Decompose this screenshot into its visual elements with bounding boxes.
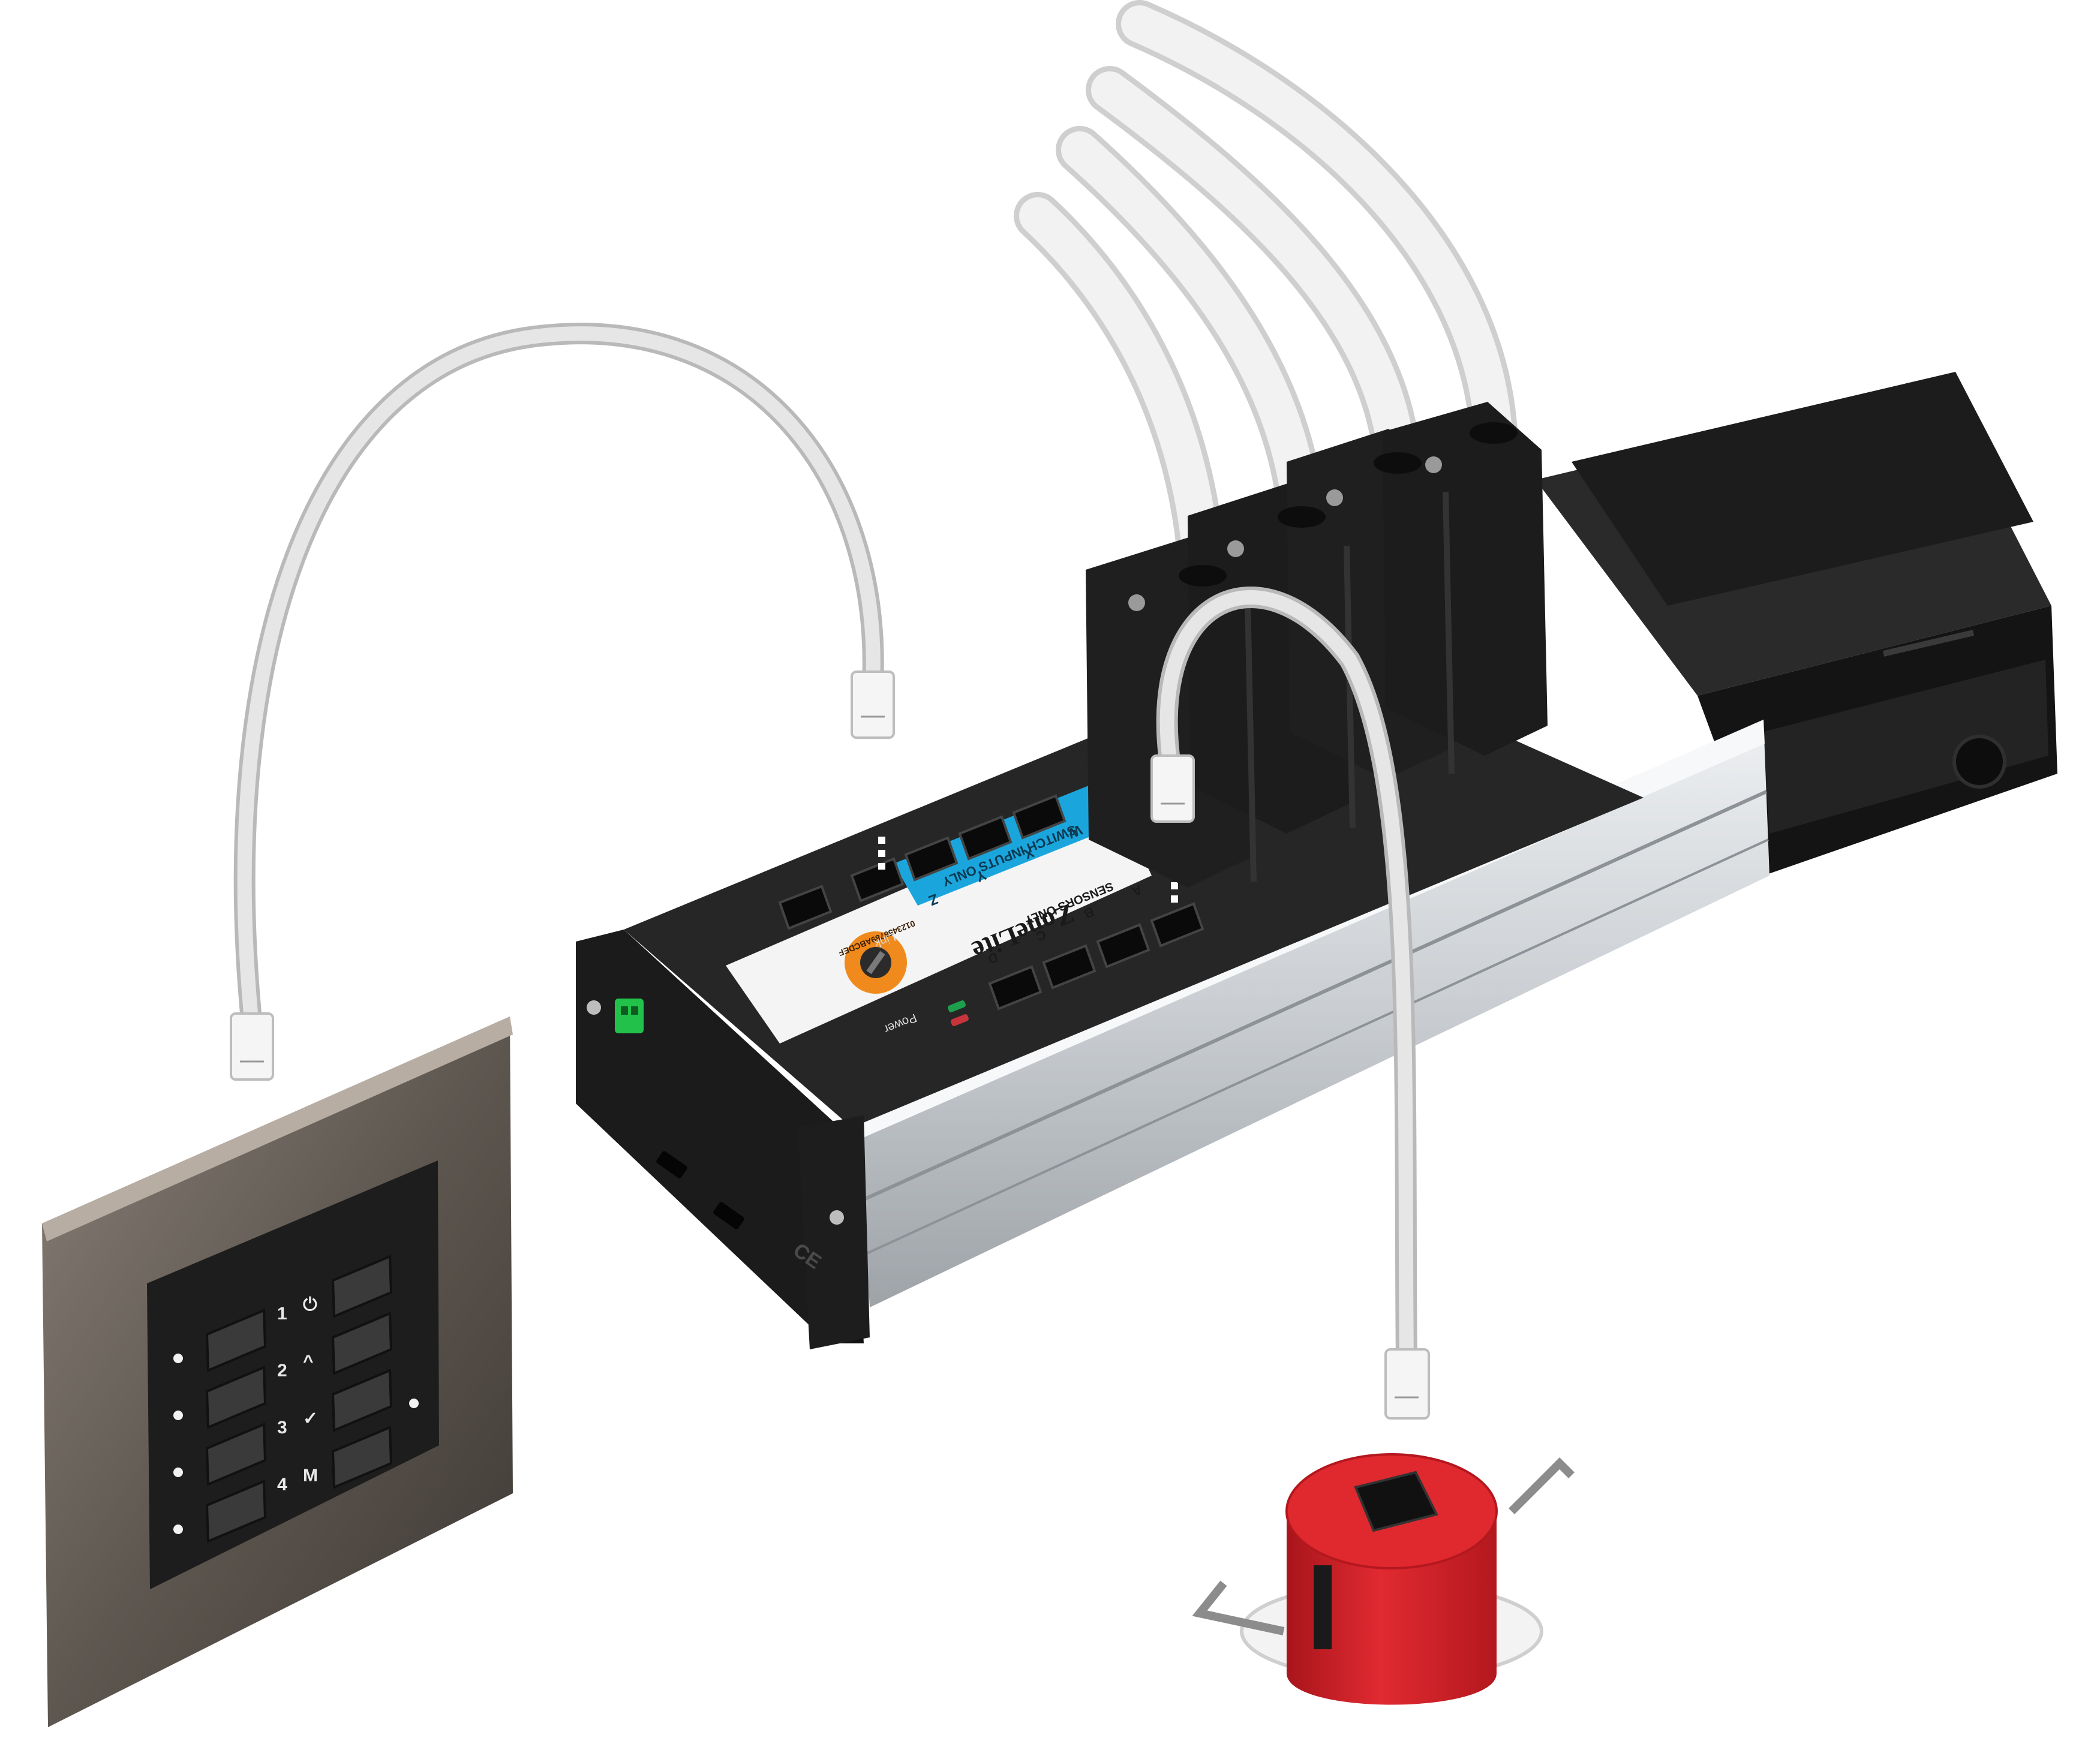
screw-icon bbox=[1326, 489, 1343, 506]
mode-icon: M bbox=[303, 1466, 318, 1486]
rj-plug bbox=[1150, 754, 1195, 823]
keypad-number-1: 1 bbox=[277, 1304, 287, 1324]
rj-plug bbox=[230, 1012, 274, 1081]
power-cables bbox=[1014, 0, 1518, 600]
rj-plug bbox=[851, 670, 895, 739]
keypad-button-3-right[interactable] bbox=[331, 1369, 393, 1432]
indicator-led bbox=[173, 1354, 183, 1363]
rj-port-link[interactable] bbox=[778, 885, 833, 930]
patch-cable-keypad bbox=[233, 323, 884, 1036]
wall-keypad: 1 ⏻ 2 ^ 3 ✓ 4 M bbox=[42, 1017, 513, 1727]
status-led-red bbox=[951, 1014, 969, 1026]
keypad-button-4-right[interactable] bbox=[331, 1426, 393, 1489]
keypad-button-4-left[interactable] bbox=[205, 1480, 267, 1543]
keypad-button-2-left[interactable] bbox=[205, 1366, 267, 1429]
rj-port-x[interactable] bbox=[958, 815, 1013, 861]
rj-port-y[interactable] bbox=[904, 836, 959, 882]
screw-icon bbox=[587, 1000, 601, 1015]
sensor-rj-port[interactable] bbox=[1354, 1471, 1438, 1532]
keypad-button-1-right[interactable] bbox=[331, 1255, 393, 1318]
keypad-button-1-left[interactable] bbox=[205, 1309, 267, 1372]
screw-icon bbox=[1227, 540, 1244, 557]
keypad-button-2-right[interactable] bbox=[331, 1312, 393, 1375]
screw-icon bbox=[830, 1210, 844, 1225]
indicator-led bbox=[173, 1468, 183, 1477]
controller-rear-housing bbox=[1536, 372, 2057, 876]
screw-icon bbox=[1128, 594, 1145, 611]
keypad-number-3: 3 bbox=[277, 1418, 287, 1438]
ceiling-sensor bbox=[1192, 1453, 1575, 1705]
screw-icon bbox=[1425, 456, 1442, 473]
rj-port-a[interactable] bbox=[1150, 902, 1204, 948]
indicator-led bbox=[173, 1411, 183, 1420]
power-icon: ⏻ bbox=[303, 1295, 317, 1315]
up-icon: ^ bbox=[303, 1352, 314, 1372]
rj-port-b[interactable] bbox=[1096, 923, 1150, 969]
down-icon: ✓ bbox=[303, 1409, 318, 1429]
rj-port-c[interactable] bbox=[1042, 944, 1096, 990]
rj-plug bbox=[1384, 1348, 1430, 1420]
terminal-block bbox=[615, 999, 644, 1033]
knockout-icon bbox=[1952, 735, 2006, 789]
indicator-led bbox=[409, 1399, 419, 1408]
keypad-number-4: 4 bbox=[277, 1475, 287, 1495]
keypad-number-2: 2 bbox=[277, 1361, 287, 1381]
keypad-button-3-left[interactable] bbox=[205, 1423, 267, 1486]
patch-cable-sensor bbox=[1156, 586, 1417, 1372]
rj-port-w[interactable] bbox=[1012, 794, 1066, 840]
indicator-led bbox=[173, 1525, 183, 1534]
status-led-green bbox=[948, 1000, 966, 1012]
rj-port-d[interactable] bbox=[988, 965, 1043, 1011]
